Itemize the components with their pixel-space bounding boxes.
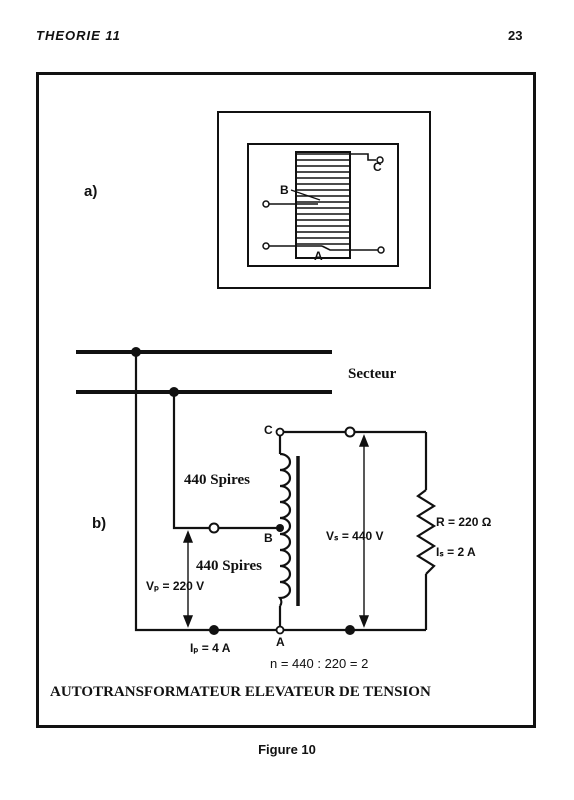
node-a — [275, 625, 285, 635]
terminal-c — [376, 156, 384, 164]
terminal-secondary-top — [344, 426, 356, 438]
resistor-label: R = 220 Ω — [436, 515, 492, 529]
diagram-b-title: AUTOTRANSFORMATEUR ELEVATEUR DE TENSION — [50, 684, 431, 700]
diagram-a: a) — [84, 111, 431, 289]
mains-label: Secteur — [348, 366, 397, 382]
lower-winding-label: 440 Spires — [196, 558, 262, 574]
diagram-a-label: a) — [84, 183, 97, 200]
primary-voltage-label: Vₚ = 220 V — [146, 579, 204, 593]
terminal-primary-bottom — [209, 625, 219, 635]
secondary-current-label: Iₛ = 2 A — [436, 545, 476, 559]
label-a: A — [314, 249, 323, 263]
page-number: 23 — [508, 28, 523, 43]
primary-current-label: Iₚ = 4 A — [190, 641, 231, 655]
turns-ratio: n = 440 : 220 = 2 — [270, 656, 368, 671]
figure-frame — [36, 72, 536, 728]
iron-core — [247, 143, 399, 267]
terminal-primary-top — [208, 522, 220, 534]
diagram-b-label: b) — [92, 515, 106, 532]
load-resistor — [415, 489, 437, 575]
winding-leads — [268, 153, 378, 251]
label-node-a: A — [276, 635, 285, 649]
upper-winding-label: 440 Spires — [184, 472, 250, 488]
vs-arrow — [358, 434, 370, 628]
figure-caption: Figure 10 — [258, 742, 316, 757]
terminal-a-right — [377, 246, 385, 254]
terminal-secondary-bottom — [345, 625, 355, 635]
chapter-heading: THEORIE 11 — [36, 28, 121, 43]
terminal-a-left — [262, 242, 270, 250]
label-b-pointer — [290, 189, 321, 201]
diagram-b: b) Secteur — [50, 347, 492, 700]
diagram-a-box — [217, 111, 431, 289]
node-b — [276, 524, 284, 532]
label-node-b: B — [264, 531, 273, 545]
label-node-c: C — [264, 423, 273, 437]
label-b: B — [280, 183, 289, 197]
node-c — [275, 427, 285, 437]
core-window — [295, 151, 351, 259]
label-c: C — [373, 160, 382, 174]
vp-arrow — [182, 530, 194, 628]
terminal-b — [262, 200, 270, 208]
secondary-voltage-label: Vₛ = 440 V — [326, 529, 384, 543]
winding-coil — [296, 153, 350, 245]
autotransformer-coil — [277, 452, 292, 607]
